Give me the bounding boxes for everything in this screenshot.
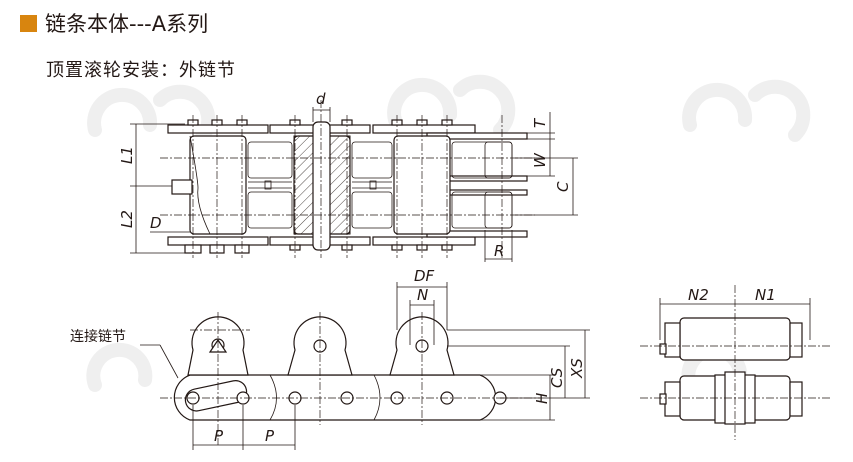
connecting-link-callout: 连接链节 — [70, 328, 126, 345]
dim-label-N: N — [417, 286, 428, 304]
dim-label-DF: DF — [414, 267, 435, 285]
dim-label-N1: N1 — [755, 286, 776, 304]
dim-label-XS: XS — [568, 358, 586, 379]
dim-label-H: H — [533, 393, 551, 404]
dim-label-CS: CS — [548, 367, 566, 388]
dim-label-L1: L1 — [118, 146, 136, 164]
dim-label-C: C — [554, 181, 572, 192]
section-title: 链条本体---A系列 — [20, 8, 208, 38]
dim-label-P1: P — [214, 427, 224, 445]
title-text: 链条本体---A系列 — [45, 12, 209, 36]
dim-label-W: W — [531, 152, 549, 168]
title-marker-icon — [20, 14, 37, 32]
dim-label-P2: P — [265, 427, 275, 445]
dim-label-D: D — [150, 214, 162, 232]
dim-label-L2: L2 — [118, 210, 136, 228]
dim-label-R: R — [494, 242, 504, 260]
section-subtitle: 顶置滚轮安装：外链节 — [46, 60, 236, 81]
end-view: N2 N1 — [640, 285, 830, 440]
dim-label-T: T — [531, 117, 549, 128]
top-view: d T W C L1 L2 D R — [118, 90, 578, 262]
dim-label-d: d — [316, 90, 326, 108]
dim-label-N2: N2 — [688, 286, 709, 304]
side-view: DF N CS XS H P P 连接链节 — [70, 267, 590, 450]
